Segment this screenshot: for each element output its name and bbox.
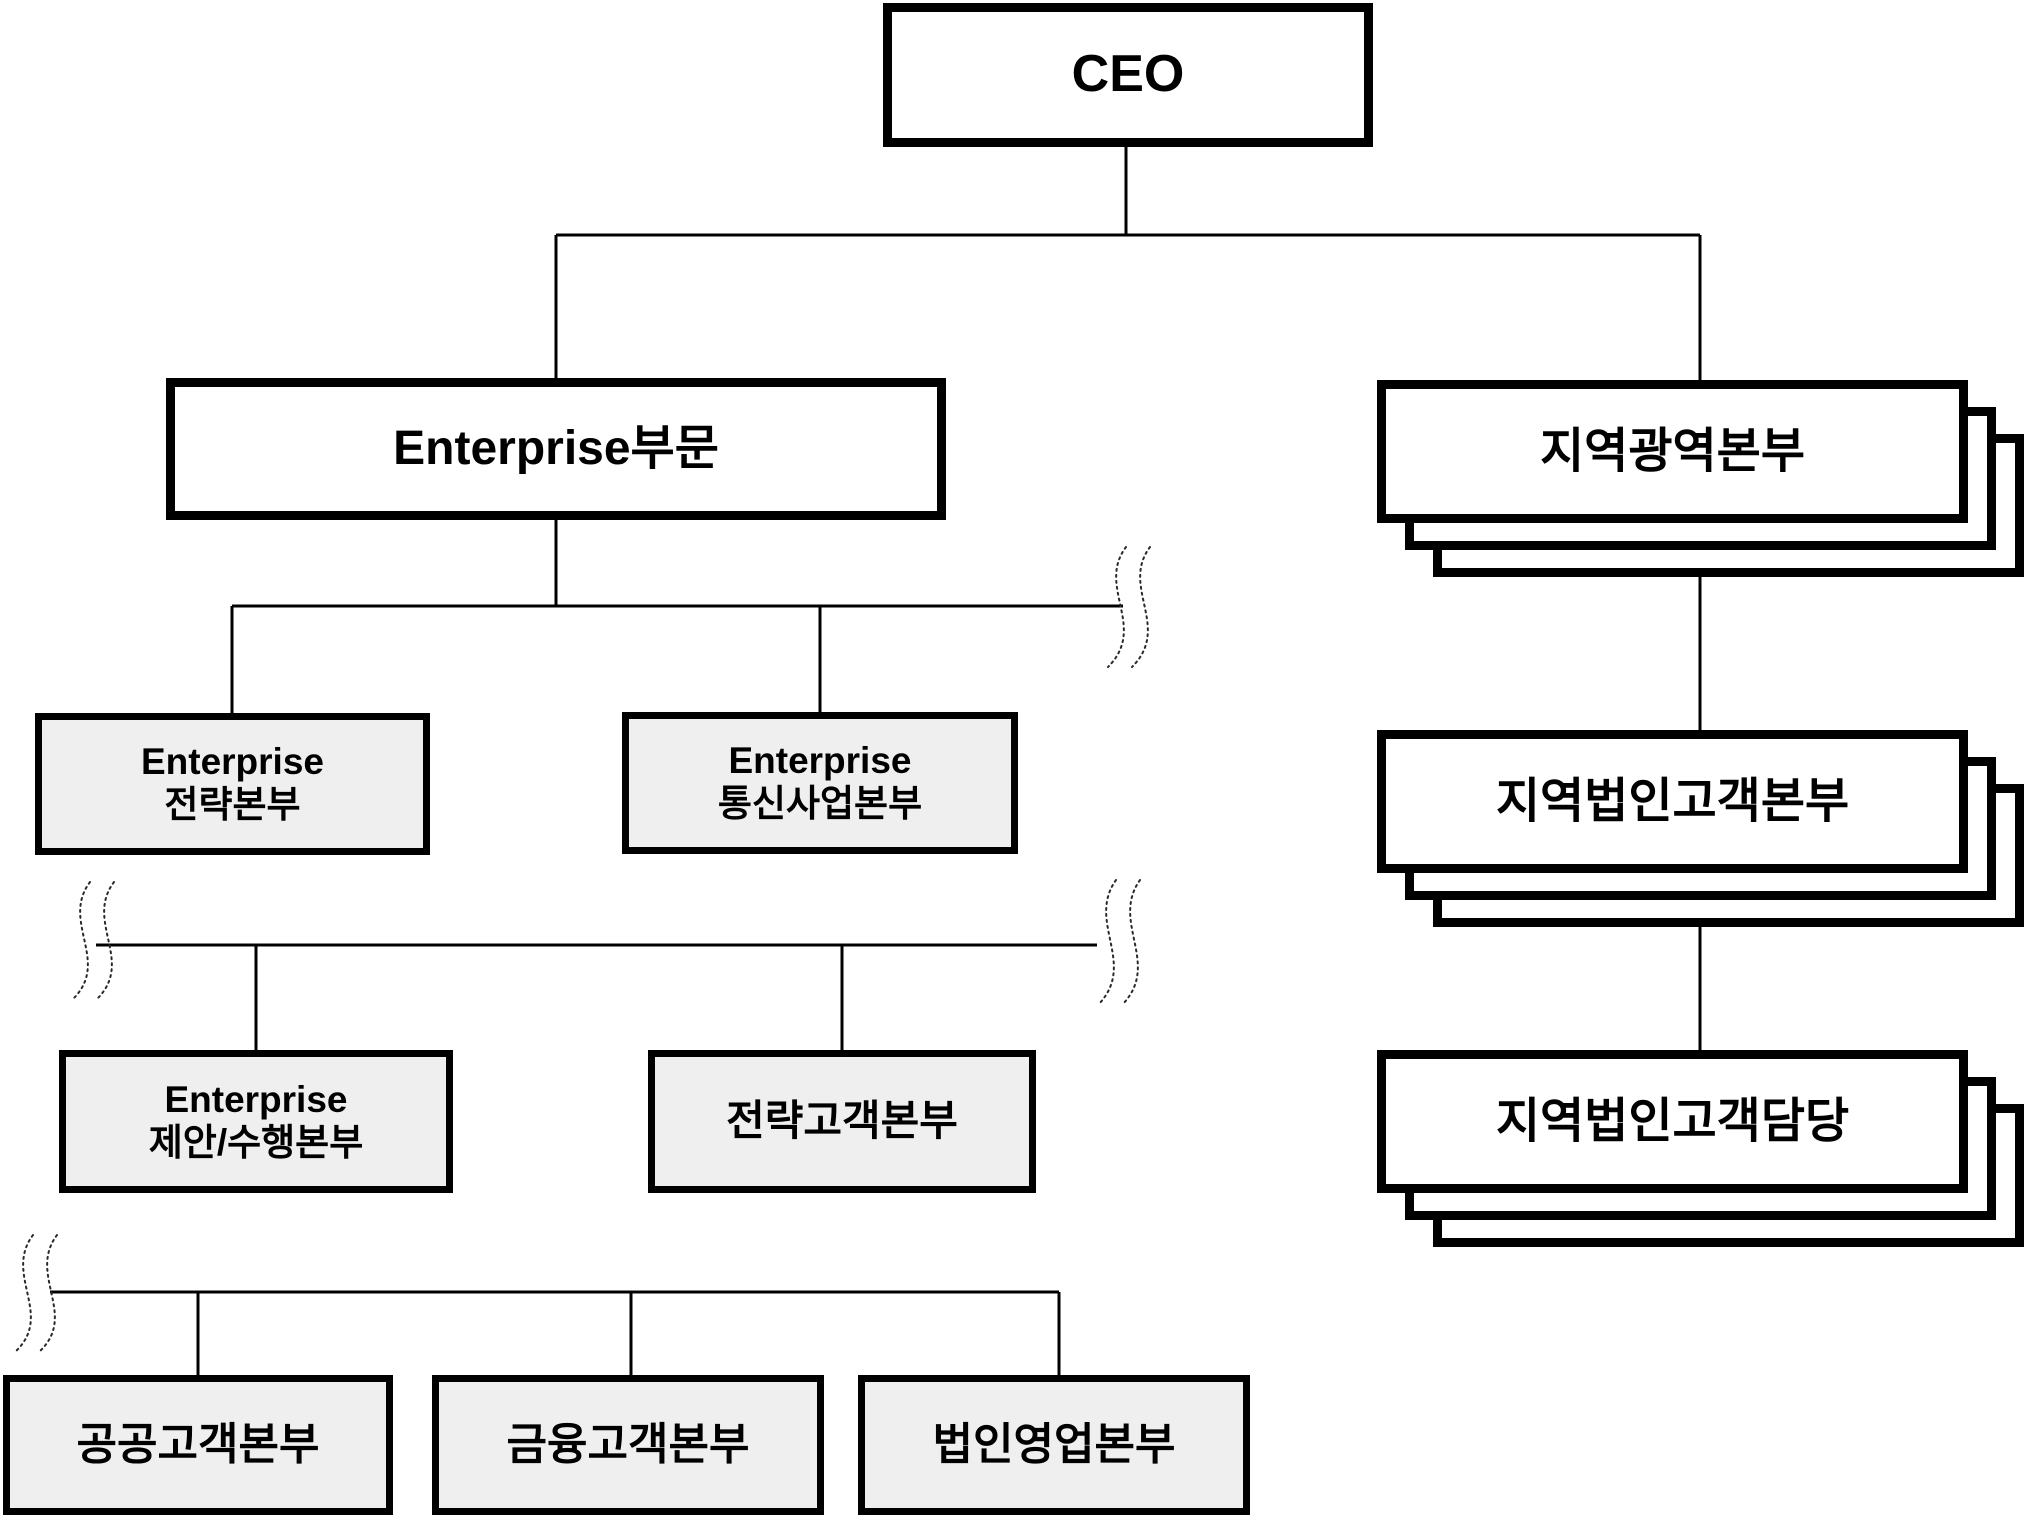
node-enterprise-telecom-hq-label-2: 통신사업본부 [717, 783, 923, 824]
node-regional-corporate-customer-hq-label: 지역법인고객본부 [1495, 774, 1850, 828]
node-enterprise-proposal-delivery-hq-label-2: 제안/수행본부 [148, 1121, 364, 1163]
node-corporate-sales-hq: 법인영업본부 [858, 1375, 1250, 1515]
node-enterprise-proposal-delivery-hq: Enterprise 제안/수행본부 [59, 1050, 453, 1193]
node-public-customer-hq: 공공고객본부 [3, 1375, 393, 1515]
node-enterprise-division-label: Enterprise부문 [393, 422, 719, 476]
node-corporate-sales-hq-label: 법인영업본부 [932, 1419, 1176, 1469]
node-regional-corporate-customer-division: 지역법인고객담당 [1377, 1050, 1968, 1193]
break-mark-level2-right [1107, 546, 1151, 668]
node-regional-metro-hq-label: 지역광역본부 [1540, 424, 1805, 478]
node-enterprise-telecom-hq-label-1: Enterprise [728, 740, 912, 782]
break-mark-level3-right [1097, 879, 1141, 1006]
node-enterprise-proposal-delivery-hq-label-1: Enterprise [164, 1078, 348, 1120]
break-mark-level4-left [14, 1234, 58, 1353]
node-strategic-customer-hq-label: 전략고객본부 [726, 1097, 958, 1145]
node-public-customer-hq-label: 공공고객본부 [76, 1419, 320, 1469]
node-ceo: CEO [883, 3, 1373, 147]
node-strategic-customer-hq: 전략고객본부 [648, 1050, 1036, 1193]
break-mark-level3-left [71, 881, 115, 1001]
node-enterprise-telecom-hq: Enterprise 통신사업본부 [622, 712, 1018, 854]
node-regional-corporate-customer-division-label: 지역법인고객담당 [1495, 1094, 1850, 1148]
node-finance-customer-hq-label: 금융고객본부 [506, 1419, 750, 1469]
node-ceo-label: CEO [1071, 45, 1185, 104]
node-regional-corporate-customer-hq: 지역법인고객본부 [1377, 730, 1968, 873]
node-enterprise-strategy-hq-label-2: 전략본부 [164, 784, 301, 825]
node-enterprise-strategy-hq: Enterprise 전략본부 [35, 713, 430, 855]
node-regional-metro-hq: 지역광역본부 [1377, 380, 1968, 523]
node-finance-customer-hq: 금융고객본부 [432, 1375, 824, 1515]
node-enterprise-division: Enterprise부문 [166, 378, 946, 520]
node-enterprise-strategy-hq-label-1: Enterprise [140, 741, 324, 783]
